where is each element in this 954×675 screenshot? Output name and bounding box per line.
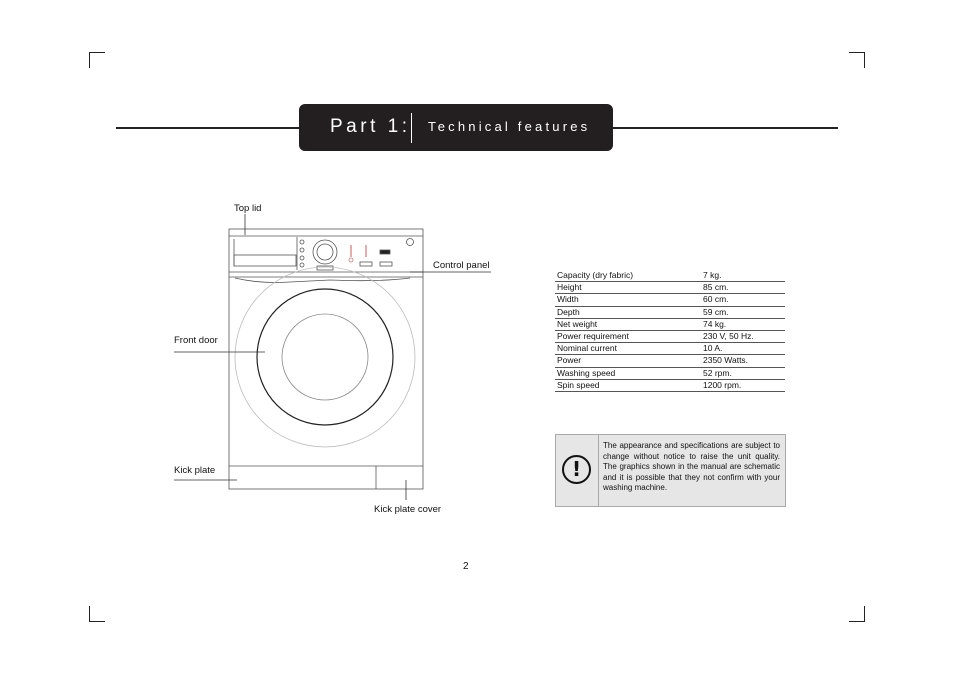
crop-mark-bottom-right <box>864 606 865 622</box>
spec-value: 2350 Watts. <box>701 354 785 368</box>
spec-value: 85 cm. <box>701 281 785 295</box>
program-dial <box>312 239 338 265</box>
notice-box: ! The appearance and specifications are … <box>555 434 786 507</box>
spec-label: Depth <box>555 306 701 319</box>
front-door <box>256 288 394 426</box>
display <box>379 249 391 255</box>
spec-label: Washing speed <box>555 367 701 380</box>
header-rule-right <box>611 127 838 129</box>
washing-machine-diagram <box>174 214 491 500</box>
header-rule-left <box>116 127 301 129</box>
label-control-panel: Control panel <box>433 260 490 271</box>
crop-mark-top-right <box>849 52 865 53</box>
spec-label: Power <box>555 354 701 368</box>
spec-label: Power requirement <box>555 330 701 344</box>
crop-mark-top-right <box>864 52 865 68</box>
label-top-lid: Top lid <box>234 203 262 214</box>
label-front-door: Front door <box>174 335 218 346</box>
spec-value: 7 kg. <box>701 270 785 283</box>
exclamation-icon: ! <box>562 455 591 484</box>
spec-label: Width <box>555 293 701 307</box>
crop-mark-top-left <box>89 52 90 68</box>
spec-label: Height <box>555 281 701 295</box>
page-number: 2 <box>463 561 469 572</box>
spec-value: 52 rpm. <box>701 367 785 380</box>
part-title: Part 1: <box>330 116 411 137</box>
spec-label: Spin speed <box>555 379 701 392</box>
crop-mark-bottom-left <box>89 621 105 622</box>
label-kick-plate: Kick plate <box>174 465 216 476</box>
spec-value: 60 cm. <box>701 293 785 307</box>
notice-text: The appearance and specifications are su… <box>603 441 780 492</box>
notice-divider <box>598 435 599 506</box>
label-kick-plate-cover: Kick plate cover <box>374 504 442 515</box>
spec-value: 59 cm. <box>701 306 785 319</box>
machine-body <box>228 228 424 490</box>
spec-label: Capacity (dry fabric) <box>555 270 701 283</box>
door-glass <box>281 313 369 401</box>
crop-mark-bottom-right <box>849 621 865 622</box>
spec-label: Net weight <box>555 318 701 331</box>
spec-value: 10 A. <box>701 342 785 356</box>
spec-value: 74 kg. <box>701 318 785 331</box>
crop-mark-top-left <box>89 52 105 53</box>
spec-label: Nominal current <box>555 342 701 356</box>
spec-value: 1200 rpm. <box>701 379 785 392</box>
crop-mark-bottom-left <box>89 606 90 622</box>
door-outer-ring <box>234 266 416 448</box>
title-separator <box>411 113 412 143</box>
section-title: Technical features <box>428 119 591 134</box>
section-title-box <box>299 104 613 151</box>
table-row: Capacity (dry fabric)7 kg. <box>555 270 785 283</box>
spec-value: 230 V, 50 Hz. <box>701 330 785 344</box>
detergent-drawer <box>233 254 297 267</box>
